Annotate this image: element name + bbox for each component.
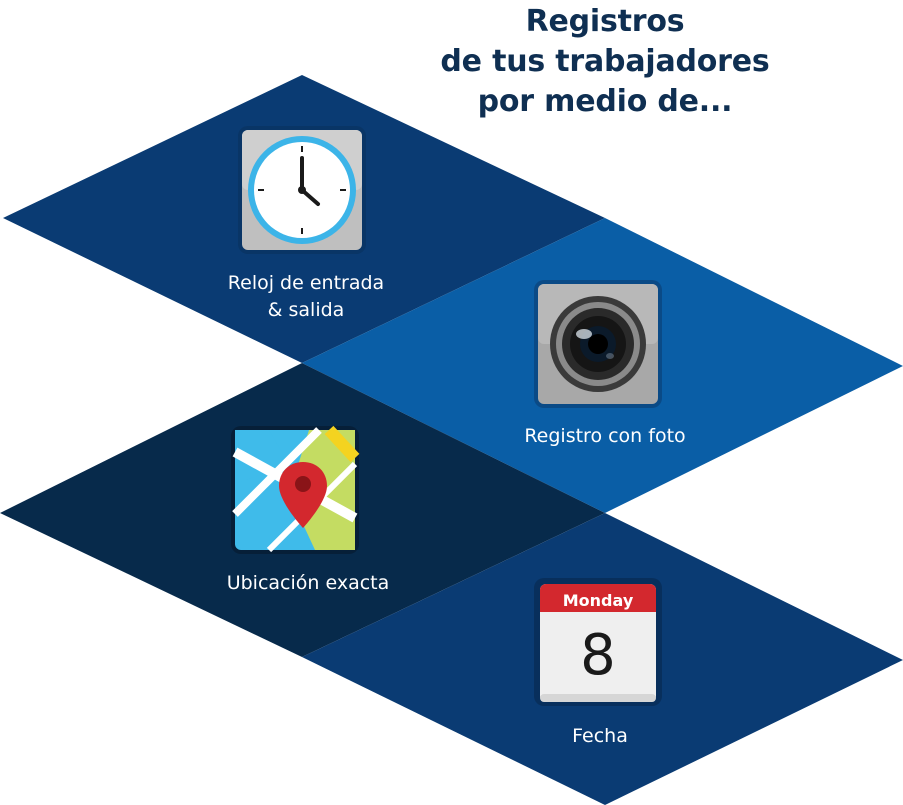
label-camera-line-1: Registro con foto [524, 425, 686, 447]
title-line-3: por medio de... [477, 84, 733, 119]
page-title: Registros de tus trabajadores por medio … [400, 2, 810, 122]
map-pin-icon [231, 425, 360, 554]
label-date: Fecha [500, 723, 700, 750]
calendar-icon [534, 578, 662, 706]
label-clock: Reloj de entrada & salida [186, 270, 426, 324]
clock-icon [238, 126, 366, 254]
label-clock-line-1: Reloj de entrada [227, 272, 385, 294]
label-map: Ubicación exacta [178, 570, 438, 597]
label-clock-line-2: & salida [267, 299, 345, 321]
label-camera: Registro con foto [480, 423, 730, 450]
label-map-line-1: Ubicación exacta [226, 572, 390, 594]
title-line-2: de tus trabajadores [440, 44, 770, 79]
label-date-line-1: Fecha [572, 725, 628, 747]
camera-icon [534, 280, 662, 408]
title-line-1: Registros [525, 4, 685, 39]
calendar-day: 8 [580, 623, 616, 688]
calendar-month: Monday [562, 591, 634, 610]
